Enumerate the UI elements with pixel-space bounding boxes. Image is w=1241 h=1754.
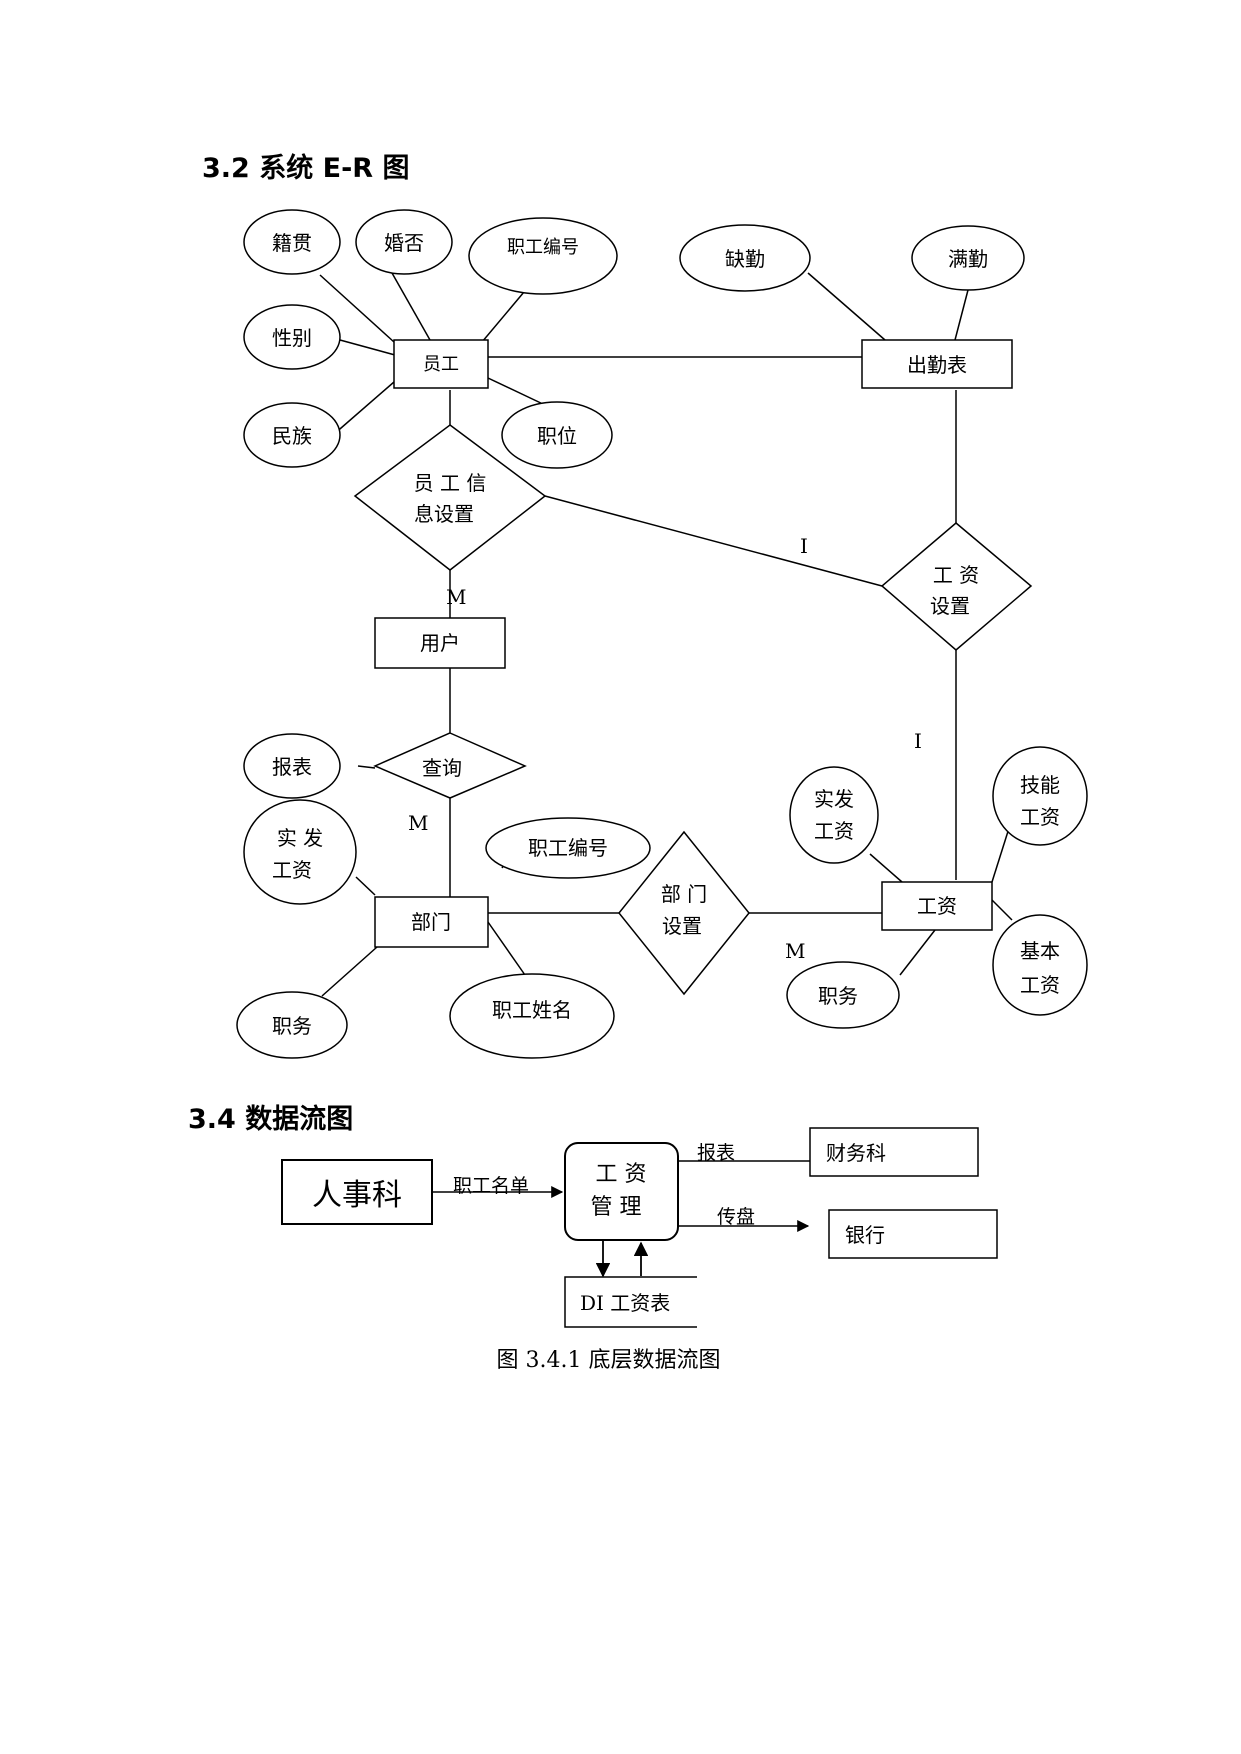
attribute-zhigong-xingming: 职工姓名 [449, 973, 615, 1059]
attribute-zhigong-bianhao-top: 职工编号 [468, 217, 618, 295]
relationship-yuangong-xinxi-line1: 员 工 信 [414, 471, 487, 495]
attribute-jineng-line2: 工资 [1020, 805, 1060, 829]
attribute-queqin: 缺勤 [679, 224, 811, 292]
entity-chuqinbiao: 出勤表 [861, 339, 1013, 389]
attribute-minzu: 民族 [243, 402, 341, 468]
attribute-jiguan: 籍贯 [243, 209, 341, 275]
attribute-shifa-gongzi-right: 实发 工资 [789, 766, 879, 864]
relationship-bumen-shezhi-line1: 部 门 [661, 882, 707, 906]
cardinality-i-gongzi: I [914, 729, 922, 753]
dfd-flow-mingdan: 职工名单 [432, 1175, 564, 1198]
dfd-sink-yinhang: 银行 [828, 1209, 998, 1259]
entity-gongzi-label: 工资 [917, 894, 957, 918]
attribute-jiben-gongzi: 基本 工资 [992, 914, 1088, 1016]
entity-yonghu: 用户 [374, 617, 506, 669]
entity-yuangong: 员工 [393, 339, 489, 389]
dfd-flow-baobiao-label: 报表 [697, 1142, 735, 1164]
attribute-jiben-line1: 基本 [1020, 939, 1060, 963]
attribute-jiguan-label: 籍贯 [272, 231, 312, 255]
attribute-xingbie: 性别 [243, 304, 341, 370]
dfd-store-gongzibiao: DI 工资表 [564, 1276, 697, 1328]
relationship-chaxun-label: 查询 [422, 756, 462, 780]
entity-bumen: 部门 [374, 896, 489, 948]
dfd-figure-caption: 图 3.4.1 底层数据流图 [496, 1348, 721, 1373]
dfd-flow-baobiao: 报表 [678, 1142, 810, 1164]
attribute-shifa-gongzi-left: 实 发 工资 [243, 799, 357, 905]
attribute-hunfou: 婚否 [355, 209, 453, 275]
attribute-jiben-line2: 工资 [1020, 973, 1060, 997]
attribute-shifa-left-line1: 实 发 [277, 826, 323, 850]
dfd-process-gongzi-guanli: 工 资 管 理 [564, 1142, 679, 1241]
er-connectors [319, 272, 1013, 997]
dfd-process-line2: 管 理 [591, 1195, 642, 1220]
entity-yonghu-label: 用户 [420, 631, 460, 655]
dfd-sink-caiwuke-label: 财务科 [826, 1141, 886, 1165]
attribute-manqin: 满勤 [911, 225, 1025, 291]
relationship-bumen-shezhi-line2: 设置 [662, 914, 702, 938]
attribute-zhigong-bianhao-bottom: 职工编号 [485, 817, 651, 879]
entity-bumen-label: 部门 [411, 910, 451, 934]
attribute-minzu-label: 民族 [272, 424, 312, 448]
entity-yuangong-label: 员工 [423, 354, 459, 375]
cardinality-m-yonghu: M [446, 585, 466, 609]
attribute-zhiwu-right: 职务 [786, 961, 900, 1029]
attribute-zhiwei: 职位 [501, 401, 613, 469]
cardinality-i-yuangong-gongzi: I [800, 534, 808, 558]
dfd-flow-mingdan-label: 职工名单 [453, 1175, 529, 1197]
attribute-zhiwu-right-label: 职务 [818, 984, 858, 1008]
dfd-store-flows [595, 1240, 649, 1278]
dfd-sink-caiwuke: 财务科 [809, 1127, 979, 1177]
attribute-zhiwei-label: 职位 [537, 424, 577, 448]
dfd-source-renshike: 人事科 [281, 1159, 433, 1225]
entity-chuqinbiao-label: 出勤表 [907, 353, 967, 377]
attribute-baobiao-label: 报表 [272, 755, 312, 779]
relationship-chaxun: 查询 [373, 732, 527, 799]
attribute-zhigong-xingming-label: 职工姓名 [492, 998, 572, 1022]
attribute-jineng-line1: 技能 [1020, 773, 1060, 797]
entity-gongzi: 工资 [881, 881, 993, 931]
attribute-jineng-gongzi: 技能 工资 [992, 746, 1088, 846]
attribute-zhigong-bianhao-top-label: 职工编号 [507, 237, 579, 258]
relationship-gongzi-shezhi-line2: 设置 [930, 594, 970, 618]
attribute-shifa-right-line2: 工资 [814, 819, 854, 843]
relationship-bumen-shezhi: 部 门 设置 [618, 830, 750, 996]
attribute-queqin-label: 缺勤 [725, 247, 765, 271]
dfd-flow-chuanpan-label: 传盘 [717, 1206, 755, 1228]
dfd-sink-yinhang-label: 银行 [845, 1223, 885, 1247]
attribute-shifa-left-line2: 工资 [272, 858, 312, 882]
dfd-flow-chuanpan: 传盘 [678, 1206, 810, 1232]
attribute-hunfou-label: 婚否 [384, 231, 424, 255]
relationship-yuangong-xinxi-shezhi: 员 工 信 息设置 [353, 424, 547, 571]
attribute-shifa-right-line1: 实发 [814, 787, 854, 811]
cardinality-m-bumen: M [408, 811, 428, 835]
attribute-manqin-label: 满勤 [948, 247, 988, 271]
cardinality-m-gongzi: M [785, 939, 805, 963]
attribute-baobiao: 报表 [243, 733, 341, 799]
attribute-xingbie-label: 性别 [272, 326, 312, 350]
attribute-zhiwu-left-label: 职务 [272, 1014, 312, 1038]
relationship-gongzi-shezhi-line1: 工 资 [933, 563, 979, 587]
attribute-zhigong-bianhao-bottom-label: 职工编号 [528, 836, 608, 860]
dfd-store-label: DI 工资表 [580, 1291, 670, 1315]
attribute-zhiwu-left: 职务 [236, 991, 348, 1059]
relationship-gongzi-shezhi: 工 资 设置 [880, 522, 1033, 651]
relationship-yuangong-xinxi-line2: 息设置 [414, 502, 474, 526]
er-section-heading: 3.2 系统 E-R 图 [202, 153, 410, 184]
dfd-process-line1: 工 资 [596, 1162, 647, 1187]
dfd-source-renshike-label: 人事科 [312, 1178, 402, 1213]
dfd-section-heading: 3.4 数据流图 [188, 1104, 354, 1135]
